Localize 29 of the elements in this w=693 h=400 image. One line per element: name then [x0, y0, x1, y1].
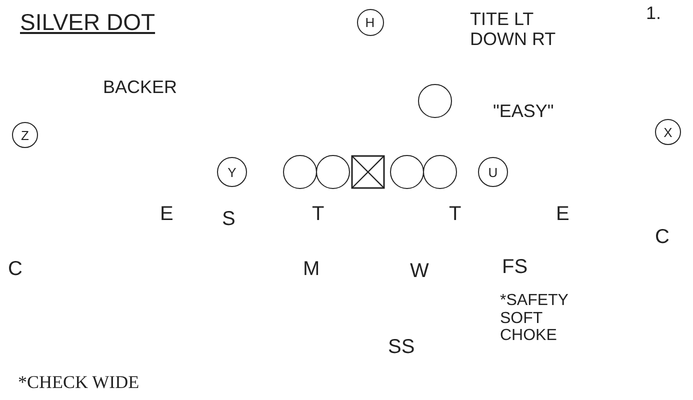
position-letter: T — [449, 203, 462, 225]
position-letter: S — [222, 208, 236, 230]
position-letter: E — [556, 203, 570, 225]
play-title: SILVER DOT — [20, 10, 156, 36]
position-letter: C — [655, 226, 670, 248]
player-circle — [283, 155, 317, 189]
player-circle — [423, 155, 457, 189]
position-letter: T — [312, 203, 324, 225]
player-circle: Z — [12, 122, 38, 148]
defense-call: BACKER — [103, 78, 178, 98]
position-letter: SS — [388, 336, 415, 358]
position-letter: W — [410, 260, 429, 282]
center-square — [351, 155, 385, 189]
player-circle: U — [478, 157, 508, 187]
player-circle — [316, 155, 350, 189]
check-note: *CHECK WIDE — [18, 373, 140, 393]
play-call: "EASY" — [493, 102, 554, 122]
player-circle: H — [356, 8, 384, 36]
player-circle — [418, 84, 452, 118]
position-letter: C — [8, 258, 22, 280]
player-circle — [390, 155, 424, 189]
coverage-note: *SAFETY SOFT CHOKE — [500, 292, 570, 345]
position-letter: M — [303, 258, 320, 280]
position-letter: E — [160, 203, 174, 225]
formation-note: TITE LT DOWN RT — [470, 10, 557, 50]
position-letter: FS — [502, 256, 528, 278]
play-number: 1. — [646, 4, 662, 24]
player-circle: Y — [217, 157, 247, 187]
player-circle: X — [655, 119, 681, 145]
